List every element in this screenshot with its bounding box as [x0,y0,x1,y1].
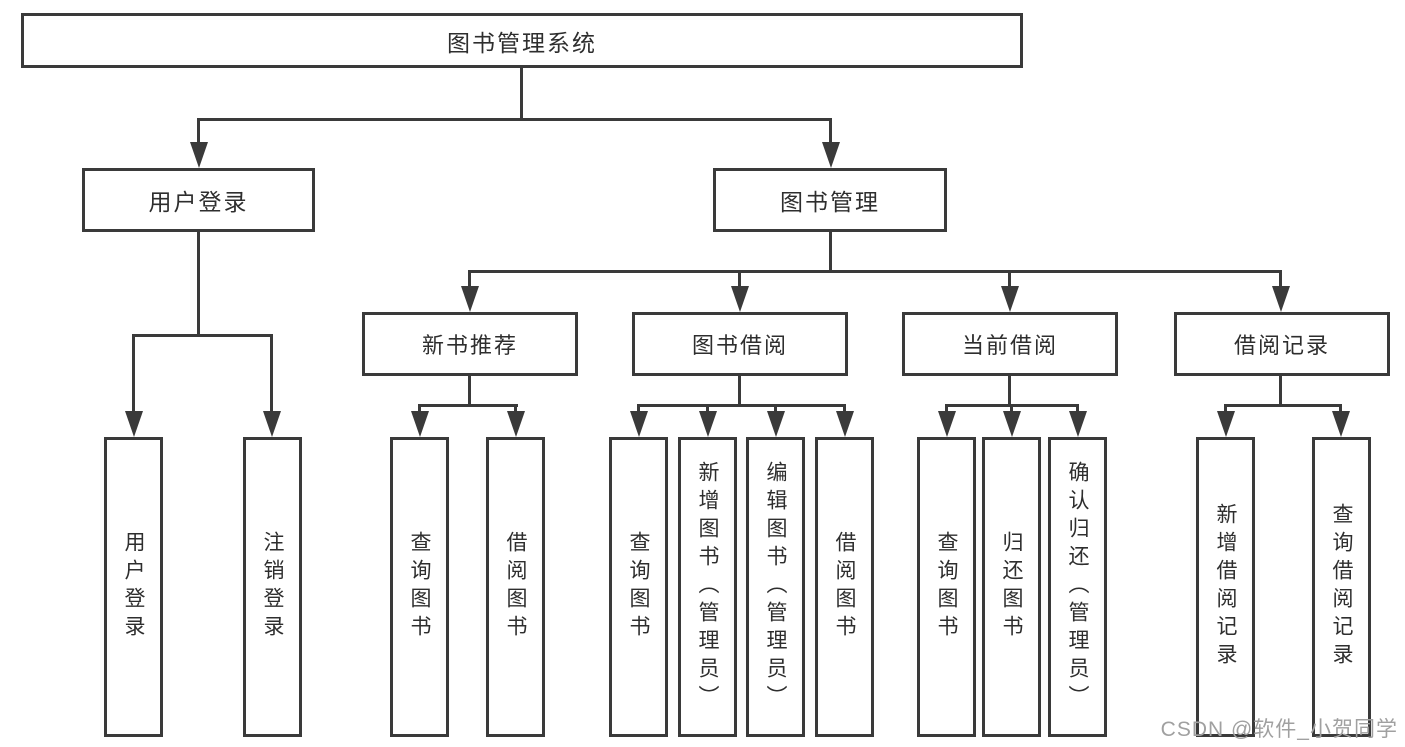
node-root-label: 图书管理系统 [447,29,597,56]
connector-line [418,404,518,407]
leaf-br-add-record: 新增借阅记录 [1196,437,1255,737]
connector-line [197,118,832,121]
connector-line [132,334,135,414]
connector-line [270,334,273,414]
connector-line [1010,404,1013,416]
leaf-nb-query-books-label: 查询图书 [408,531,431,643]
arrow-down-icon [461,286,479,312]
arrow-down-icon [1003,411,1021,437]
connector-line [1224,404,1341,407]
leaf-user-login: 用户登录 [104,437,163,737]
connector-line [1008,376,1011,406]
connector-line [514,404,517,416]
node-current-borrowing: 当前借阅 [902,312,1118,376]
leaf-cb-return-books: 归还图书 [982,437,1041,737]
leaf-cb-confirm-return-admin: 确认归还（管理员） [1048,437,1107,737]
arrow-down-icon [731,286,749,312]
connector-line [468,270,1282,273]
arrow-down-icon [1332,411,1350,437]
leaf-bb-query-books-label: 查询图书 [627,531,650,643]
connector-line [520,68,523,121]
leaf-nb-query-books: 查询图书 [390,437,449,737]
node-root: 图书管理系统 [21,13,1023,68]
leaf-nb-borrow-books: 借阅图书 [486,437,545,737]
leaf-bb-borrow-books: 借阅图书 [815,437,874,737]
leaf-bb-add-books-admin-label: 新增图书（管理员） [696,461,719,713]
leaf-cb-query-books-label: 查询图书 [935,531,958,643]
arrow-down-icon [263,411,281,437]
connector-line [738,270,741,290]
arrow-down-icon [411,411,429,437]
leaf-bb-edit-books-admin: 编辑图书（管理员） [746,437,805,737]
arrow-down-icon [1217,411,1235,437]
connector-line [637,404,640,416]
connector-line [945,404,948,416]
leaf-nb-borrow-books-label: 借阅图书 [504,531,527,643]
connector-line [132,334,273,337]
leaf-logout-label: 注销登录 [261,531,284,643]
leaf-br-query-record: 查询借阅记录 [1312,437,1371,737]
connector-line [843,404,846,416]
connector-line [418,404,421,416]
arrow-down-icon [630,411,648,437]
connector-line [774,404,777,416]
leaf-bb-edit-books-admin-label: 编辑图书（管理员） [764,461,787,713]
connector-line [1008,270,1011,290]
arrow-down-icon [822,142,840,168]
node-user-login: 用户登录 [82,168,315,232]
connector-line [1279,376,1282,406]
node-book-borrowing: 图书借阅 [632,312,848,376]
leaf-bb-query-books: 查询图书 [609,437,668,737]
arrow-down-icon [1069,411,1087,437]
leaf-bb-add-books-admin: 新增图书（管理员） [678,437,737,737]
arrow-down-icon [836,411,854,437]
node-book-management: 图书管理 [713,168,947,232]
arrow-down-icon [938,411,956,437]
connector-line [197,232,200,336]
leaf-cb-query-books: 查询图书 [917,437,976,737]
connector-line [468,270,471,290]
node-new-book-recommend-label: 新书推荐 [421,333,518,358]
node-user-login-label: 用户登录 [148,189,249,215]
arrow-down-icon [125,411,143,437]
leaf-bb-borrow-books-label: 借阅图书 [833,531,856,643]
node-current-borrowing-label: 当前借阅 [961,333,1058,358]
csdn-watermark: CSDN @软件_小贺同学 [1160,718,1398,741]
connector-line [829,232,832,273]
connector-line [738,376,741,406]
arrow-down-icon [767,411,785,437]
arrow-down-icon [699,411,717,437]
arrow-down-icon [1001,286,1019,312]
connector-line [1224,404,1227,416]
leaf-br-query-record-label: 查询借阅记录 [1330,503,1353,671]
connector-line [829,118,832,146]
node-new-book-recommend: 新书推荐 [362,312,578,376]
node-borrow-records-label: 借阅记录 [1233,333,1330,358]
connector-line [1339,404,1342,416]
connector-line [637,404,846,407]
arrow-down-icon [507,411,525,437]
node-book-borrowing-label: 图书借阅 [691,333,788,358]
connector-line [468,376,471,406]
leaf-cb-return-books-label: 归还图书 [1000,531,1023,643]
arrow-down-icon [190,142,208,168]
arrow-down-icon [1272,286,1290,312]
leaf-logout: 注销登录 [243,437,302,737]
leaf-cb-confirm-return-admin-label: 确认归还（管理员） [1066,461,1089,713]
connector-line [1076,404,1079,416]
connector-line [197,118,200,146]
leaf-user-login-label: 用户登录 [122,531,145,643]
connector-line [706,404,709,416]
node-borrow-records: 借阅记录 [1174,312,1390,376]
connector-line [1279,270,1282,290]
node-book-management-label: 图书管理 [780,189,880,215]
leaf-br-add-record-label: 新增借阅记录 [1214,503,1237,671]
